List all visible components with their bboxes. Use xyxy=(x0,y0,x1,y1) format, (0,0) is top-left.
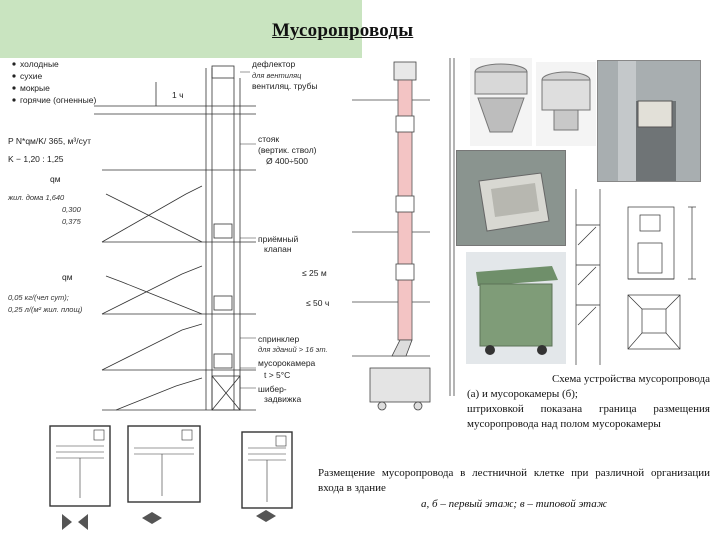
label-intake-2: клапан xyxy=(264,244,292,254)
scheme-caption-line3: штриховкой показана граница размещения м… xyxy=(467,402,710,430)
formula-qm: qм xyxy=(50,174,61,184)
placement-caption-line1: Размещение мусоропровода в лестничной кл… xyxy=(318,467,710,495)
title-band xyxy=(0,0,362,58)
formula-p: P N*qм/K/ 365, м³/сут xyxy=(8,136,91,146)
label-sprinkler: спринклер xyxy=(258,334,300,344)
pipe-collar-photo xyxy=(536,62,596,146)
stairwell-section-drawing: холодные сухие мокрые горячие (огненные)… xyxy=(7,59,329,411)
scheme-caption: Схема устройства мусоропровода (а) и мус… xyxy=(467,372,710,431)
stair-floor-plans xyxy=(49,425,293,530)
legend-item-hot: горячие (огненные) xyxy=(20,95,96,105)
garbage-container-photo xyxy=(466,252,566,364)
legend-item-dry: сухие xyxy=(20,71,42,81)
formula-qm2: qм xyxy=(62,272,73,282)
formula-k: K − 1,20 : 1,25 xyxy=(8,154,64,164)
label-sprinkler-2: для зданий > 16 эт. xyxy=(258,345,328,354)
chute-hatch-photo xyxy=(597,60,701,182)
placement-caption-line2: а, б – первый этаж; в – типовой этаж xyxy=(421,497,607,510)
label-gate-2: задвижка xyxy=(264,394,301,404)
deflector-cap-photo xyxy=(470,58,532,146)
label-intake: приёмный xyxy=(258,234,298,244)
label-h50: ≤ 50 ч xyxy=(306,298,329,308)
norm-2: 0,25 л/(м² жил. площ) xyxy=(8,305,83,314)
label-h25: ≤ 25 м xyxy=(302,268,327,278)
label-deflector-3: вентиляц. трубы xyxy=(252,81,318,91)
label-chamber: мусорокамера xyxy=(258,358,316,368)
legend-item-cold: холодные xyxy=(20,59,59,69)
label-deflector-2: для вентиляц xyxy=(252,71,302,80)
scheme-caption-line2: (а) и мусорокамеры (б); xyxy=(467,387,578,400)
legend-item-wet: мокрые xyxy=(20,83,50,93)
label-gate: шибер- xyxy=(258,384,287,394)
page-title: Мусоропроводы xyxy=(272,20,414,41)
norm-1: 0,05 кг/(чел сут); xyxy=(8,293,69,302)
label-stack: стояк xyxy=(258,134,279,144)
density-1: 0,300 xyxy=(62,205,82,214)
intake-bin-photo xyxy=(456,150,566,246)
label-deflector: дефлектор xyxy=(252,59,296,69)
scheme-caption-line1: Схема устройства мусоропровода xyxy=(551,373,710,385)
placement-caption: Размещение мусоропровода в лестничной кл… xyxy=(318,466,710,512)
label-chamber-2: t > 5°C xyxy=(264,370,290,380)
chamber-drawings xyxy=(575,189,696,365)
density-2: 0,375 xyxy=(62,217,82,226)
chute-schematic xyxy=(352,58,455,411)
density-head: жил. дома 1,640 xyxy=(7,193,65,202)
label-stack-3: Ø 400÷500 xyxy=(266,156,308,166)
legend: холодные сухие мокрые горячие (огненные) xyxy=(12,59,96,105)
label-1h: 1 ч xyxy=(172,90,184,100)
label-stack-2: (вертик. ствол) xyxy=(258,145,317,155)
